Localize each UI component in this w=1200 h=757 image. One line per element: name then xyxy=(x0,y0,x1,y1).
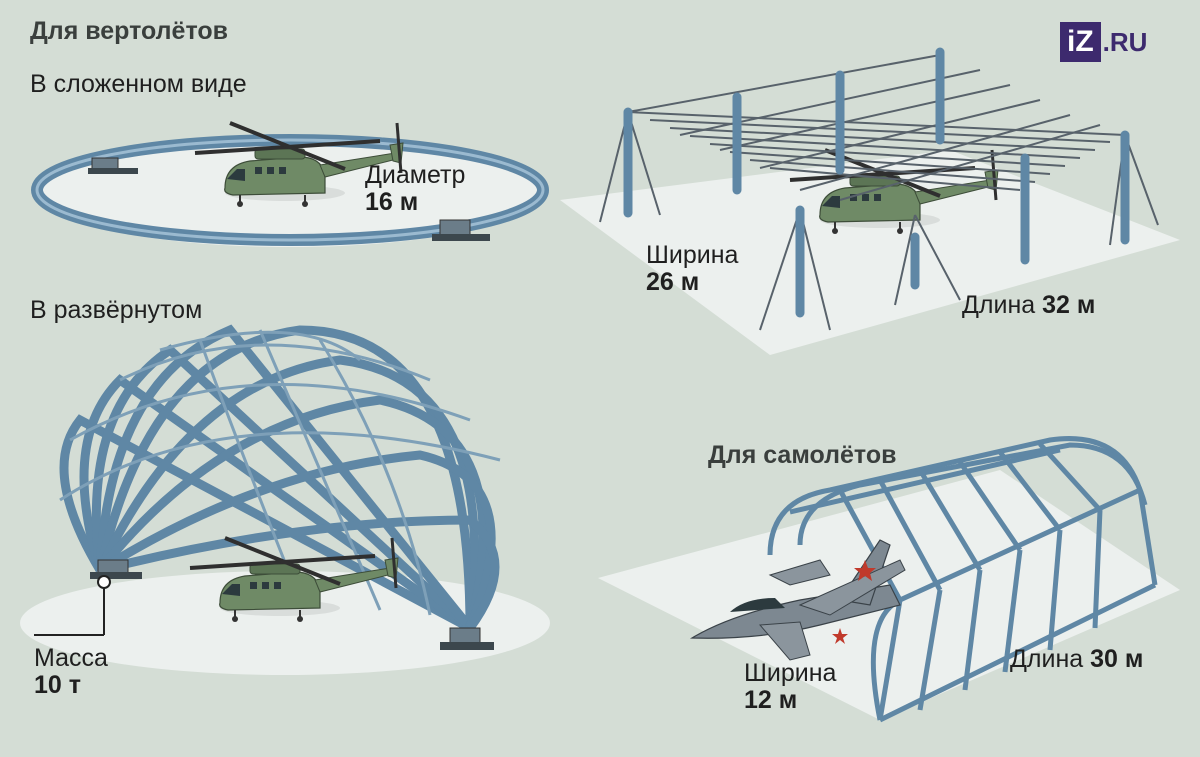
net-length-name: Длина xyxy=(962,291,1036,319)
plane-width-value: 12 м xyxy=(744,686,798,714)
deployed-label: В развёрнутом xyxy=(30,296,203,324)
mass-callout: Масса 10 т xyxy=(34,645,108,699)
diameter-value: 16 м xyxy=(365,188,419,216)
plane-width-callout: Ширина 12 м xyxy=(744,660,836,714)
mass-name: Масса xyxy=(34,644,108,672)
title-planes: Для самолётов xyxy=(708,441,897,469)
plane-length-callout: Длина 30 м xyxy=(1010,645,1143,674)
mass-value: 10 т xyxy=(34,671,81,699)
deployed-dome xyxy=(20,324,550,675)
logo-text: .RU xyxy=(1102,26,1148,57)
net-length-callout: Длина 32 м xyxy=(962,291,1095,320)
jet xyxy=(689,539,906,661)
diameter-name: Диаметр xyxy=(365,161,466,189)
plane-shelter xyxy=(598,436,1180,723)
iz-logo: iZ .RU xyxy=(1060,22,1147,62)
net-shelter xyxy=(560,47,1180,355)
net-width-name: Ширина xyxy=(646,241,739,269)
net-length-value: 32 м xyxy=(1042,291,1096,319)
title-helicopters: Для вертолётов xyxy=(30,17,229,45)
net-width-value: 26 м xyxy=(646,268,700,296)
plane-length-value: 30 м xyxy=(1090,645,1144,673)
plane-width-name: Ширина xyxy=(744,659,837,687)
logo-mark: iZ xyxy=(1060,22,1101,62)
folded-label: В сложенном виде xyxy=(30,70,247,98)
net-width-callout: Ширина 26 м xyxy=(646,242,738,296)
plane-length-name: Длина xyxy=(1010,645,1084,673)
diameter-callout: Диаметр 16 м xyxy=(365,162,465,216)
mass-pointer xyxy=(34,575,111,636)
